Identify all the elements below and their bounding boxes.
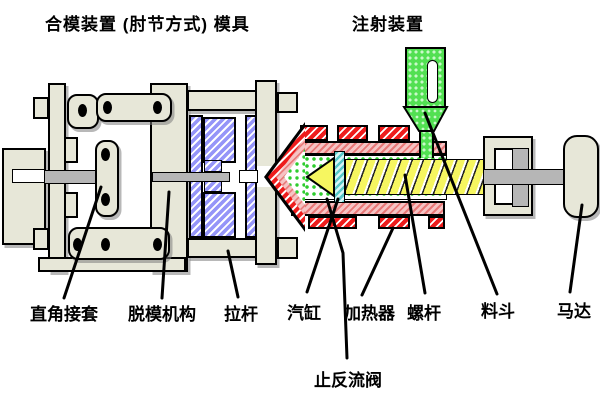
clamp-guide-arm-bottom <box>64 192 78 218</box>
hopper-chute <box>419 129 434 158</box>
toggle-pin <box>73 238 82 251</box>
label-tie-rod: 拉杆 <box>224 305 258 324</box>
leader-motor <box>568 203 584 294</box>
toggle-pin <box>153 238 162 251</box>
toggle-pin <box>103 101 112 114</box>
heater-band-top-1 <box>300 125 328 141</box>
hopper-body <box>405 47 446 108</box>
mold-block-lower <box>203 192 236 238</box>
drive-shaft <box>483 169 567 185</box>
leader-heater <box>360 226 395 297</box>
toggle-pin <box>78 104 87 117</box>
label-angle-joint: 直角接套 <box>30 305 98 324</box>
ejector-bar <box>152 172 230 182</box>
tie-bar-top <box>187 90 257 111</box>
label-check-valve: 止反流阀 <box>314 371 382 390</box>
hopper-taper <box>402 106 449 132</box>
label-motor: 马达 <box>557 302 591 321</box>
heater-band-bottom-1 <box>308 216 357 229</box>
motor-body <box>563 135 599 218</box>
clamp-end-plate <box>2 148 46 245</box>
toggle-pin <box>153 101 162 114</box>
heater-band-bottom-2 <box>378 216 410 229</box>
tie-bar-rear-cap-top <box>33 97 49 119</box>
mold-cavity-step-upper <box>204 160 222 172</box>
heater-band-top-3 <box>378 125 410 141</box>
label-cylinder: 汽缸 <box>287 304 321 323</box>
heater-band-top-2 <box>337 125 368 141</box>
nozzle-melt-cone <box>284 149 305 205</box>
label-screw: 螺杆 <box>407 304 441 323</box>
label-hopper: 料斗 <box>481 302 515 321</box>
label-heater: 加热器 <box>344 304 395 323</box>
clamping-unit-title: 合模装置 (肘节方式) 模具 <box>45 15 250 34</box>
check-ring <box>334 151 345 203</box>
mold-block-upper <box>203 117 236 163</box>
sprue-bushing <box>239 170 258 183</box>
tie-bar-rear-cap-bottom <box>33 228 49 250</box>
tie-bar-bottom <box>187 238 257 258</box>
hopper-slot <box>427 60 438 103</box>
clamp-guide-arm-top <box>64 137 78 163</box>
screw-body <box>345 159 485 195</box>
toggle-pin <box>101 238 110 251</box>
toggle-pin <box>101 148 110 161</box>
label-ejector-mechanism: 脱模机构 <box>128 305 196 324</box>
fixed-platen-nozzle-notch <box>257 166 277 187</box>
injection-unit-title: 注射装置 <box>352 15 424 34</box>
tie-bar-front-cap-bottom <box>277 237 298 259</box>
toggle-pin <box>101 193 110 206</box>
clamp-piston-rod-sleeve <box>12 169 45 183</box>
barrel-wall-bottom <box>291 201 445 216</box>
heater-band-bottom-3 <box>428 216 445 229</box>
tie-bar-front-cap-top <box>277 92 298 113</box>
